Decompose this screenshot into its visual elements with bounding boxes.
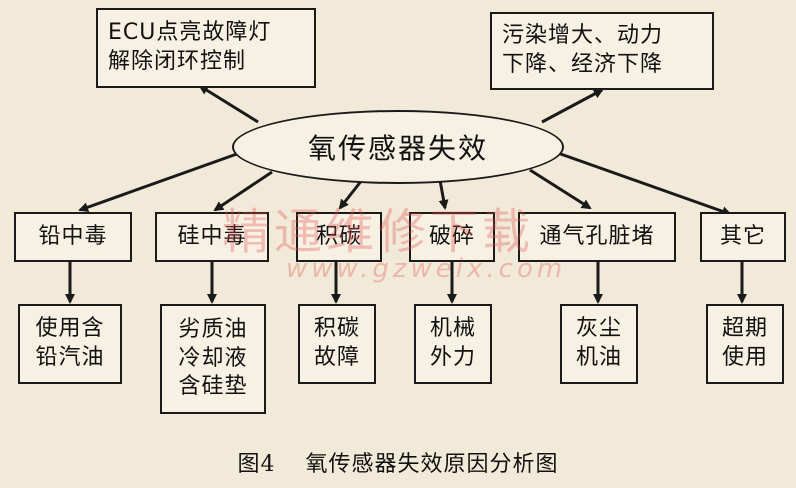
detail-box-other: 超期 使用 — [706, 304, 784, 384]
center-node: 氧传感器失效 — [232, 110, 564, 184]
cause-box-carbon: 积碳 — [296, 212, 382, 262]
detail-box-vent: 灰尘 机油 — [560, 304, 638, 384]
detail-box-silicon: 劣质油 冷却液 含硅垫 — [160, 304, 266, 414]
arrow-to-top-right — [541, 88, 604, 124]
cause-box-other: 其它 — [700, 212, 786, 262]
effect-box-ecu: ECU点亮故障灯 解除闭环控制 — [96, 8, 316, 88]
figure-number: 图4 — [237, 452, 276, 477]
detail-box-broken: 机械 外力 — [414, 304, 492, 384]
detail-box-lead: 使用含 铅汽油 — [18, 304, 122, 384]
arrow-to-cause-5 — [529, 168, 592, 210]
arrow-to-cause-6 — [554, 150, 732, 217]
effect-box-pollution: 污染增大、动力 下降、经济下降 — [490, 12, 714, 90]
arrow-to-cause-2 — [213, 170, 273, 212]
figure-caption: 图4 氧传感器失效原因分析图 — [0, 446, 796, 478]
cause-box-silicon: 硅中毒 — [155, 212, 269, 262]
cause-box-vent: 通气孔脏堵 — [518, 212, 676, 262]
arrow-to-cause-1 — [78, 148, 249, 213]
arrow-to-top-left — [198, 84, 259, 124]
cause-box-broken: 破碎 — [409, 212, 495, 262]
arrow-to-cause-3 — [338, 179, 364, 210]
figure-title: 氧传感器失效原因分析图 — [305, 452, 559, 477]
cause-box-lead: 铅中毒 — [14, 212, 132, 262]
detail-box-carbon: 积碳 故障 — [298, 304, 376, 384]
arrow-to-cause-4 — [438, 179, 449, 210]
